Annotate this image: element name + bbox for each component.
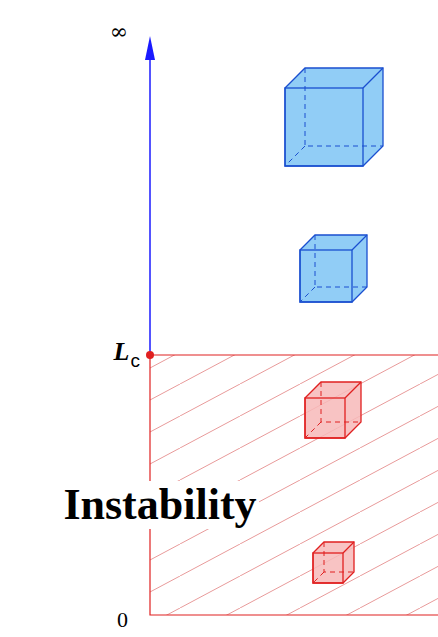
critical-point xyxy=(146,351,154,359)
critical-length-subscript: c xyxy=(131,351,141,370)
cube-stroke xyxy=(352,235,367,250)
cube-stroke xyxy=(313,542,354,583)
axis-line xyxy=(149,58,151,355)
cube-stroke xyxy=(343,542,354,553)
cube-stroke xyxy=(305,398,345,438)
cube-stroke xyxy=(313,542,354,583)
cube-stroke xyxy=(345,382,361,398)
axis-arrowhead xyxy=(145,36,155,60)
cube-stroke xyxy=(305,382,361,438)
cube-stroke xyxy=(363,68,383,88)
cube-stroke xyxy=(300,235,367,302)
region-title: Instability xyxy=(61,481,258,529)
cube-stroke xyxy=(285,68,383,166)
cube-stroke xyxy=(285,68,383,166)
zero-label: 0 xyxy=(117,609,128,631)
infinity-label: ∞ xyxy=(110,21,128,43)
cube-stroke xyxy=(300,235,367,302)
critical-length-symbol: L xyxy=(114,339,130,365)
cube-stroke xyxy=(305,382,361,438)
